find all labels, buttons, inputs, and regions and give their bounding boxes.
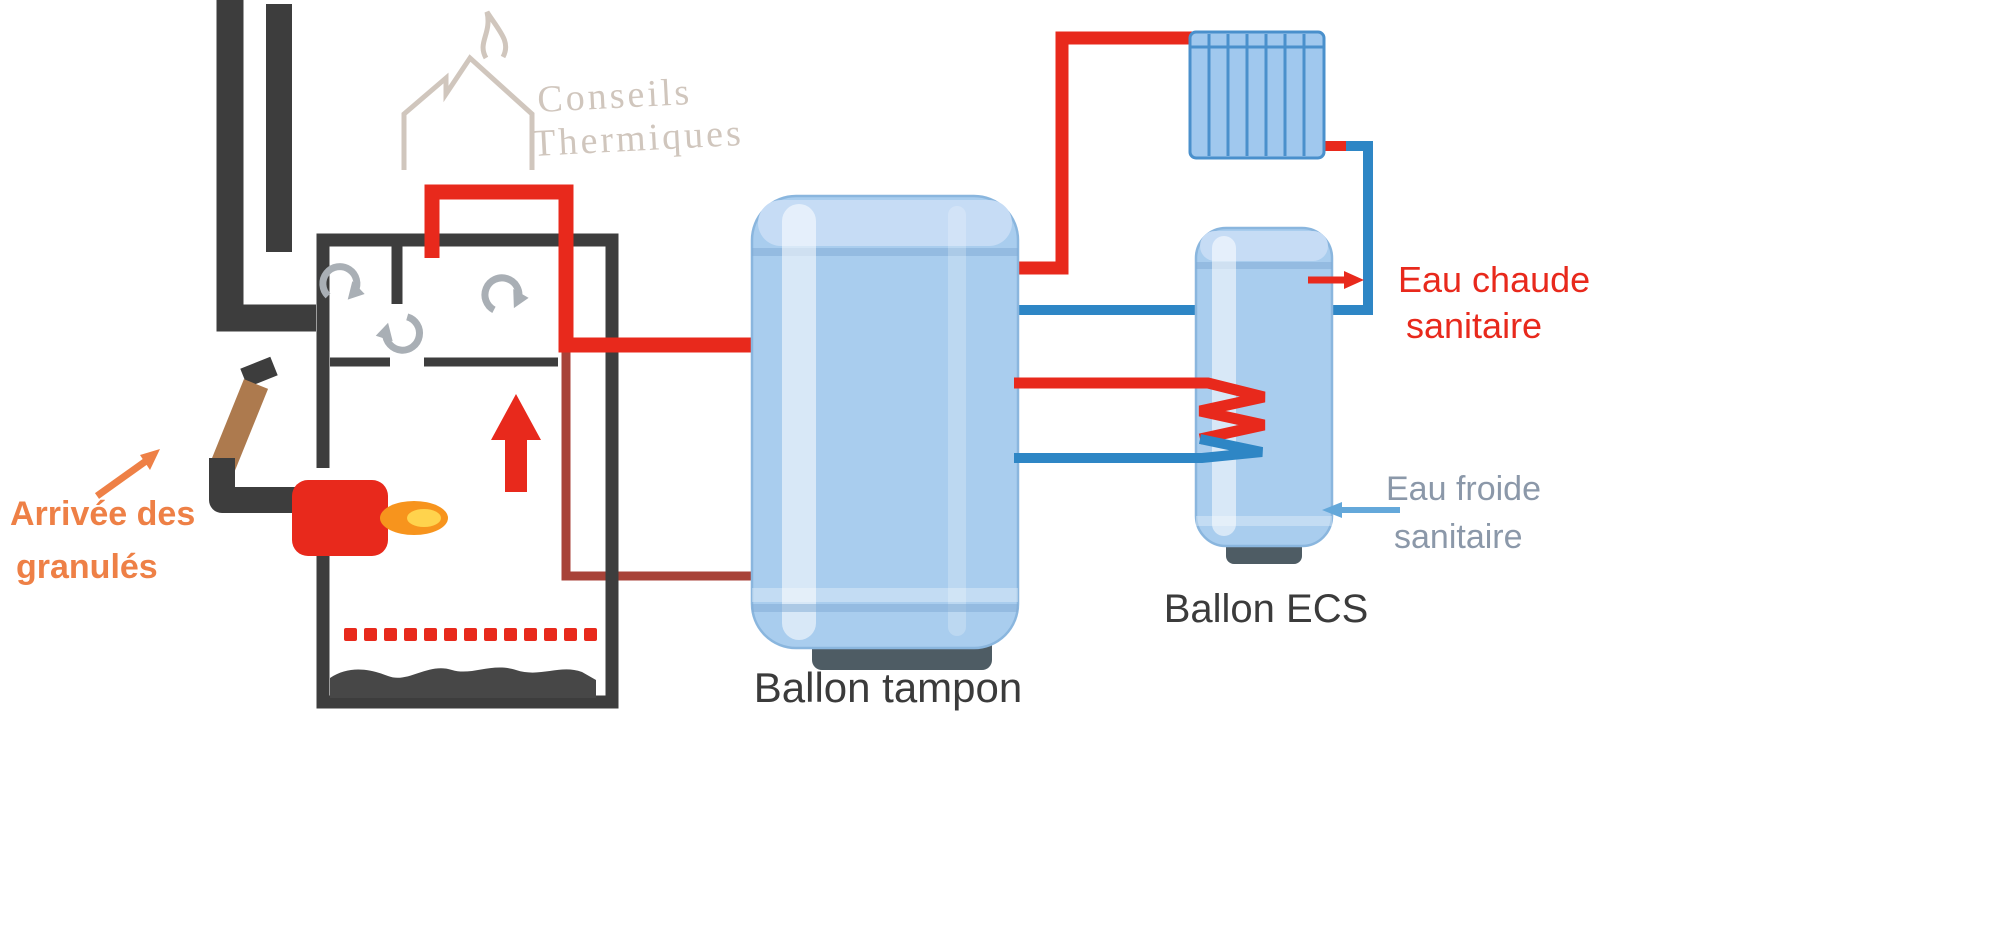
radiator [1188,30,1326,160]
watermark-text-line2: Thermiques [531,112,744,165]
pellet-inlet-pointer [94,449,160,499]
ash-pile [330,667,596,698]
watermark-logo: Conseils Thermiques [401,10,745,170]
buffer-tank-body [750,194,1020,650]
burner-flame-inner [407,509,441,527]
coil-supply-pipe [1014,377,1266,445]
pellet-auger-cap [240,356,278,388]
return-pipe-buffer-to-boiler [561,340,762,581]
hot-water-out [1308,271,1364,289]
ecs-tank-top-band [1196,262,1332,269]
swirl-arrow-2 [373,314,424,359]
pellet-boiler [209,0,619,709]
buffer-tank-highlight [782,204,816,640]
dhw-tank-label: Ballon ECS [1164,587,1369,631]
coil-return-pipe [1014,434,1264,463]
radiator-body [1188,30,1326,160]
cold-water-label-line1: Eau froide [1386,470,1541,508]
watermark-flame-icon [480,10,509,60]
buffer-tank-bottom-band [752,604,1018,612]
buffer-tank-top-band [752,248,1018,256]
hot-water-label-line2: sanitaire [1406,305,1542,346]
cold-water-label-line2: sanitaire [1394,518,1523,556]
cold-water-in [1322,502,1400,518]
watermark-text-line1: Conseils [536,71,693,121]
hot-water-label-line1: Eau chaude [1398,259,1590,300]
pellet-auger-tube [209,379,269,473]
buffer-tank [750,194,1020,670]
flue-pipe-outer [216,0,316,332]
watermark-house-icon [401,54,535,170]
pellet-inlet-label-line2: granulés [16,548,158,586]
buffer-tank-top-sheen [758,200,1012,246]
buffer-tank-label: Ballon tampon [754,664,1023,711]
ecs-tank-bottom-sheen [1196,516,1332,526]
swirl-arrow-3 [483,274,530,311]
hot-water-arrow-icon [1344,271,1364,289]
ember-dots [344,628,597,641]
hydraulic-pipes-back [561,31,1373,581]
pellet-arrow-icon [140,449,160,470]
pellet-burner [292,480,388,556]
pellet-auger-elbow [209,458,308,513]
buffer-tank-highlight-2 [948,206,966,636]
pellet-arrow-line [94,458,149,499]
pellet-inlet-label-line1: Arrivée des [10,495,195,533]
radiator-supply-pipe [1014,31,1192,275]
supply-pipe-boiler-to-buffer [424,184,762,353]
cold-water-arrow-icon [1322,502,1342,518]
radiator-return-pipe [1014,141,1373,315]
buffer-tank-bottom-sheen [752,588,1018,602]
hot-air-arrow [491,394,541,492]
